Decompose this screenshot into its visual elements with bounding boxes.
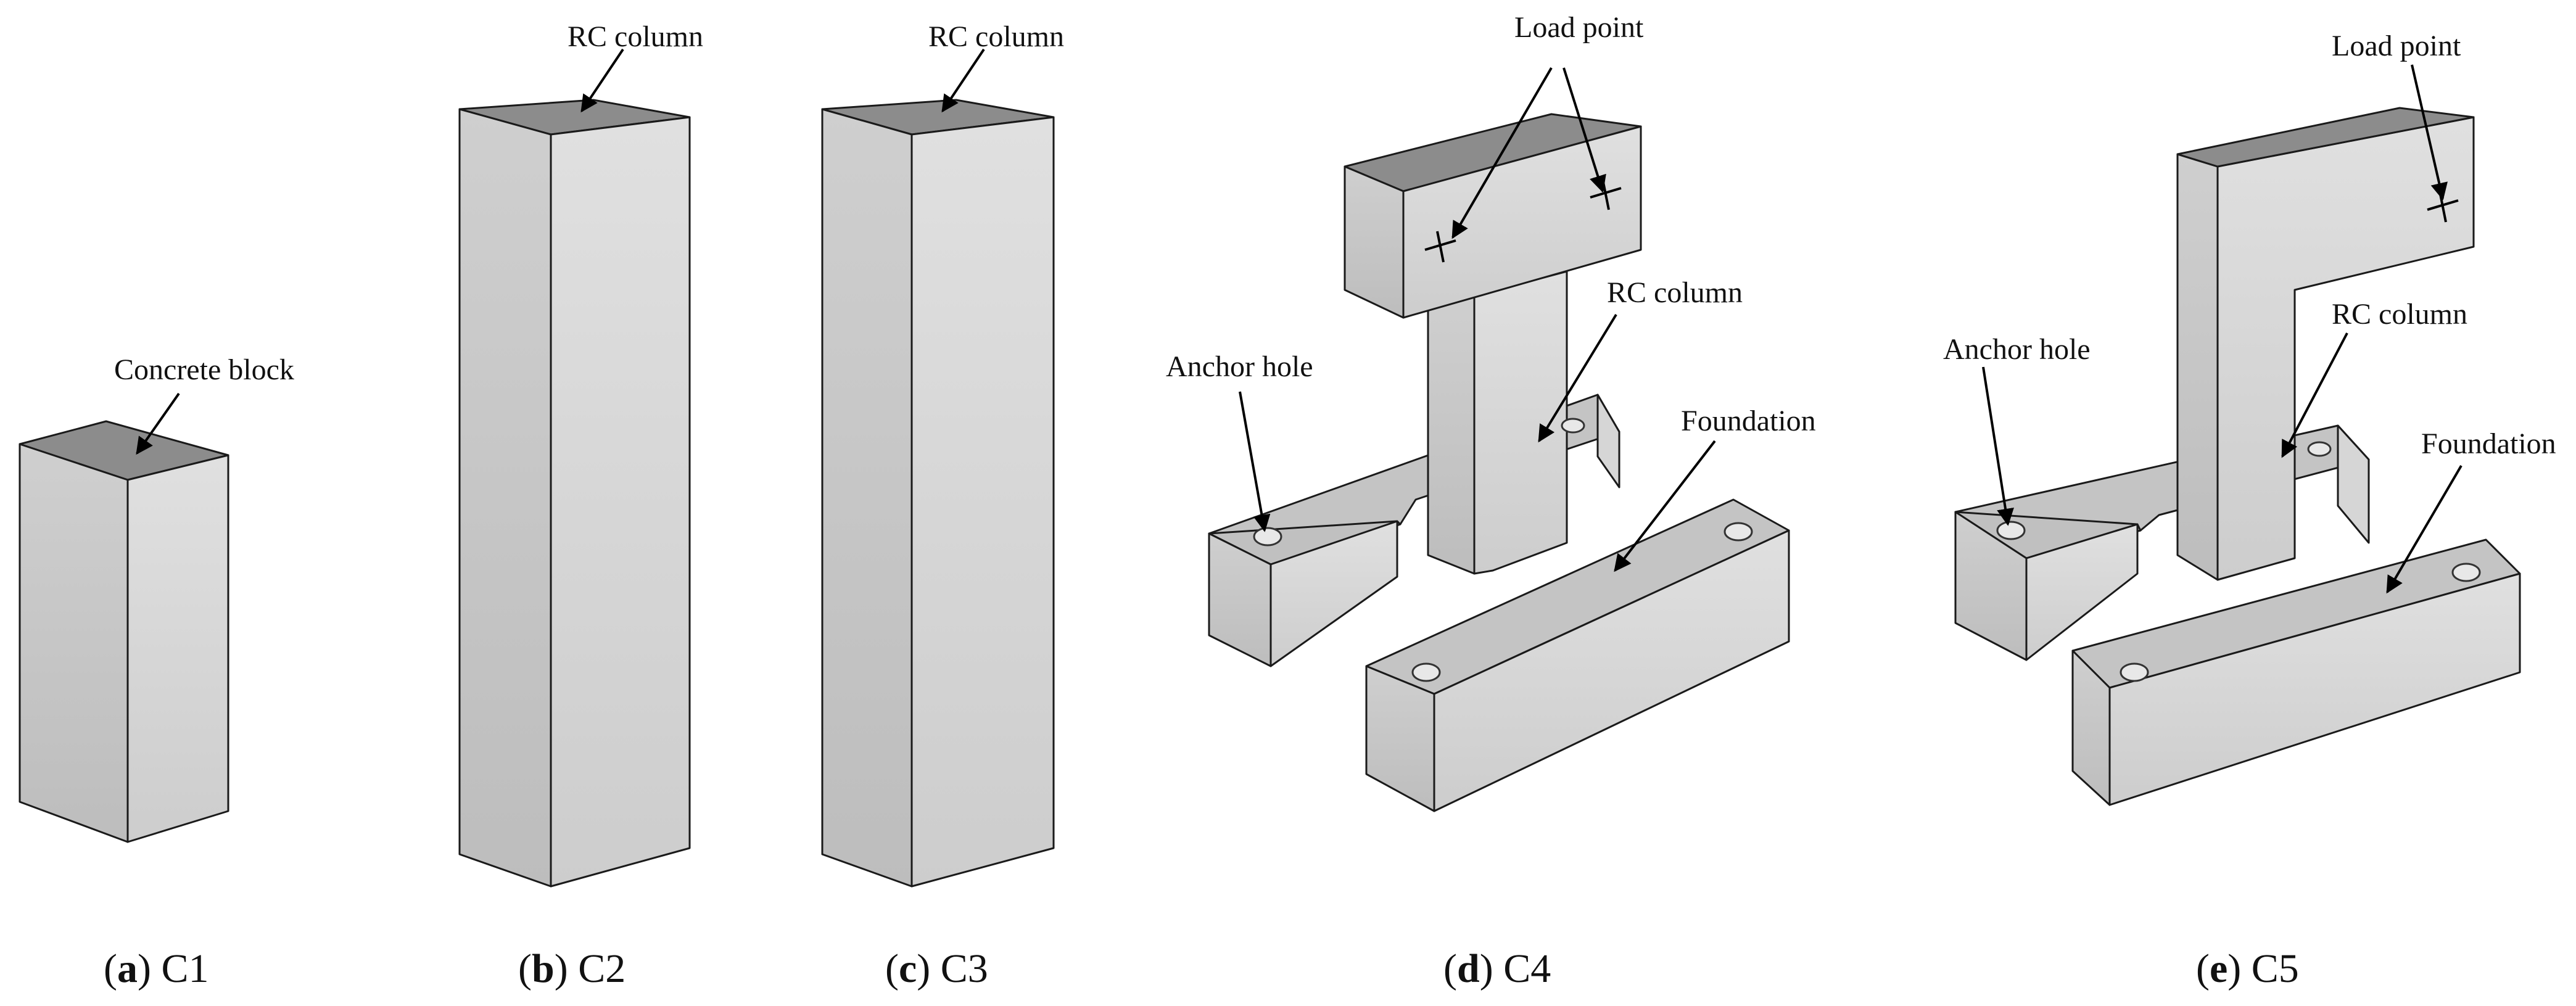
caption-b: (b) C2 [518,946,625,991]
caption-c: (c) C3 [885,946,988,991]
panel-b-c2: RC column [458,20,703,888]
caption-e: (e) C5 [2196,946,2299,991]
c5-annot-anchor-hole: Anchor hole [1943,333,2091,366]
caption-a: (a) C1 [104,946,209,991]
c4-anchor-hole-3 [1724,522,1753,542]
caption-d: (d) C4 [1443,946,1551,991]
caption-c-name: C3 [941,946,988,991]
c2-annot-rc-column: RC column [568,20,703,53]
c5-column-top [2176,107,2475,168]
c1-side-face [126,454,229,843]
c5-arrow-rc-column [2281,332,2348,458]
c2-front-face [458,108,552,888]
c4-arrow-load-point-2 [1563,67,1606,193]
c4-left-block-side [1269,520,1398,667]
c4-foundation-back-side [1596,394,1620,489]
c2-side-face [550,116,691,888]
c5-anchor-hole-4 [2307,441,2332,457]
caption-c-letter: c [899,946,917,991]
c5-arrow-foundation [2386,464,2462,594]
c4-arrow-foundation [1614,440,1716,572]
c5-annot-load-point: Load point [2332,30,2461,62]
c5-arrow-anchor-hole [1982,366,2014,526]
caption-d-name: C4 [1503,946,1551,991]
c4-annot-rc-column: RC column [1607,276,1743,309]
c4-column-front [1427,295,1476,575]
c5-column-front [2176,153,2219,581]
c4-annot-load-point: Load point [1514,11,1644,44]
c5-foundation-back-side [2337,424,2370,544]
c4-head-side [1402,125,1642,319]
c4-arrow-anchor-hole [1239,391,1271,532]
c3-side-face [910,116,1055,888]
c3-front-face [821,108,913,888]
c4-load-point-cross-1 [1424,231,1456,263]
panel-c-c3: RC column [821,20,1064,888]
c4-anchor-hole-4 [1561,418,1585,434]
c5-anchor-hole-2 [2120,662,2149,682]
c1-annot-arrow [136,392,180,455]
c5-left-block-side [2025,523,2139,661]
caption-b-name: C2 [578,946,625,991]
caption-a-name: C1 [161,946,208,991]
panel-d-c4: Load point RC column Anchor hole Foundat… [1166,11,1816,812]
c4-foundation-front-side [1433,529,1790,812]
c5-anchor-hole-1 [1996,521,2026,540]
panel-e-c5: Load point RC column Anchor hole Foundat… [1943,30,2556,806]
c5-foundation-front-side [2108,572,2521,806]
c4-arrow-load-point-1 [1451,67,1553,239]
c4-annot-foundation: Foundation [1681,405,1816,437]
c3-annot-rc-column: RC column [928,20,1064,53]
caption-a-letter: a [117,946,138,991]
c3-annot-arrow [941,48,985,113]
c5-annot-foundation: Foundation [2421,427,2556,460]
c1-front-face [19,443,129,843]
captions: (a) C1 (b) C2 (c) C3 (d) C4 (e) C5 [104,946,2299,991]
caption-d-letter: d [1457,946,1480,991]
c1-annot-concrete-block: Concrete block [114,353,294,386]
caption-e-name: C5 [2252,946,2299,991]
caption-b-letter: b [532,946,555,991]
c4-column-side [1473,270,1568,575]
c2-annot-arrow [580,48,624,113]
panel-a-c1: Concrete block [19,353,294,843]
c4-head-front [1344,165,1405,319]
c5-anchor-hole-3 [2451,563,2481,582]
caption-e-letter: e [2210,946,2227,991]
c5-annot-rc-column: RC column [2332,298,2467,331]
c4-arrow-rc-column [1538,313,1617,443]
c4-annot-anchor-hole: Anchor hole [1166,350,1313,383]
c4-anchor-hole-1 [1253,527,1282,546]
c4-anchor-hole-2 [1411,662,1441,682]
c5-arrow-load-point [2411,64,2448,200]
